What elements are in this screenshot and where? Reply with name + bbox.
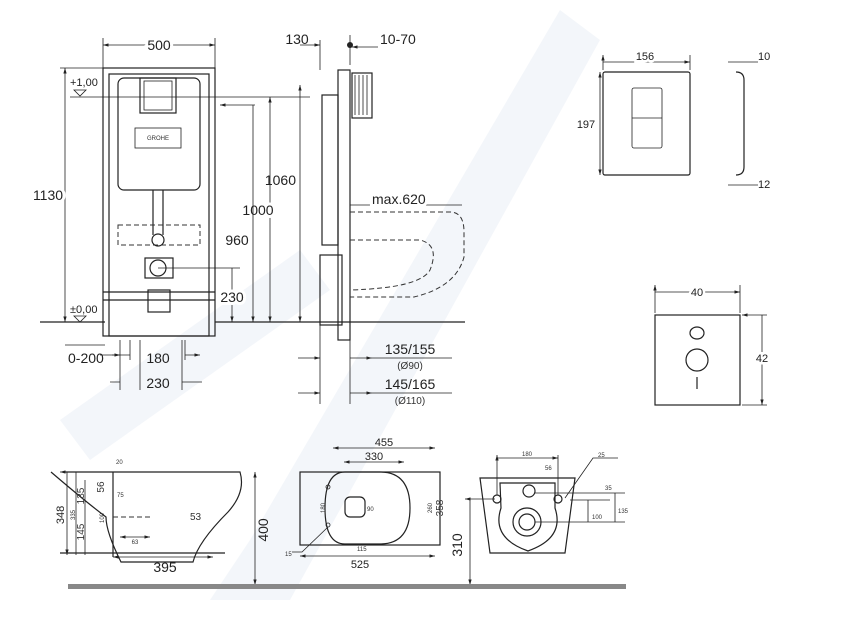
dim-135-back: 135: [618, 509, 629, 515]
bowl-back-view: 180 56 25 35 100 135 310: [449, 452, 629, 585]
floor-line: [68, 584, 626, 589]
dim-42: 42: [756, 353, 768, 365]
dim-40: 40: [691, 287, 703, 299]
bowl-top-view: 455 330 180 90 260 358 115 15 525: [285, 437, 446, 571]
frame-front-view: GROHE 500 1130 +1,00 ±0,00 1060 1000 960…: [30, 34, 465, 391]
dim-500: 500: [147, 37, 171, 53]
dim-156: 156: [636, 51, 654, 63]
dim-395: 395: [153, 559, 177, 575]
dim-455: 455: [375, 437, 393, 449]
dim-dia110: (Ø110): [395, 396, 425, 407]
dim-400: 400: [255, 518, 271, 542]
dim-310: 310: [449, 533, 465, 557]
dim-1000: 1000: [242, 202, 273, 218]
dim-56: 56: [96, 481, 107, 493]
dim-960: 960: [225, 232, 249, 248]
dim-10: 10: [758, 51, 770, 63]
dim-20: 20: [116, 460, 123, 466]
dim-180-back: 180: [522, 452, 533, 458]
flush-plate: 156 197 10 12: [577, 49, 770, 192]
grohe-logo: GROHE: [147, 136, 169, 142]
dim-dia90: (Ø90): [397, 361, 423, 372]
dim-135-155: 135/155: [385, 341, 436, 357]
dim-145-165: 145/165: [385, 376, 436, 392]
soundproof-gasket: 40 42: [655, 285, 771, 405]
dim-12: 12: [758, 179, 770, 191]
frame-side-view: 130 10-70 max.620 135/155 (Ø90) 145/165 …: [285, 31, 465, 407]
dim-offset: 0-200: [68, 350, 104, 366]
dim-90: 90: [367, 507, 374, 513]
dim-25: 25: [598, 453, 605, 459]
dim-10-70: 10-70: [380, 31, 416, 47]
dim-1060: 1060: [265, 172, 296, 188]
watermark: [60, 10, 600, 600]
level-floor: ±0,00: [70, 304, 97, 316]
dim-180: 180: [146, 350, 170, 366]
dim-35: 35: [605, 486, 612, 492]
dim-53: 53: [190, 512, 202, 523]
dim-230: 230: [220, 289, 244, 305]
dim-525: 525: [351, 559, 369, 571]
dim-348: 348: [55, 506, 67, 524]
dim-1130: 1130: [33, 187, 63, 203]
bowl-side-view: 348 335 135 145 56 20 75 100 63 53 395 4…: [50, 460, 271, 585]
dim-130: 130: [285, 31, 309, 47]
dim-115: 115: [357, 547, 367, 553]
dim-63: 63: [132, 540, 139, 546]
dim-75: 75: [117, 493, 124, 499]
dim-358: 358: [435, 499, 446, 516]
dim-260: 260: [428, 502, 434, 513]
dim-max620: max.620: [372, 191, 426, 207]
dim-56-back: 56: [545, 466, 552, 472]
dim-15: 15: [285, 552, 292, 558]
dim-230-bottom: 230: [146, 375, 170, 391]
dim-330: 330: [365, 451, 383, 463]
dim-197: 197: [577, 119, 595, 131]
dim-135: 135: [76, 487, 87, 504]
dim-180-top: 180: [321, 502, 327, 513]
dim-100-back: 100: [592, 515, 603, 521]
level-top: +1,00: [70, 77, 98, 89]
dim-145: 145: [76, 523, 87, 540]
dim-100: 100: [100, 512, 106, 523]
dim-335: 335: [71, 509, 77, 520]
